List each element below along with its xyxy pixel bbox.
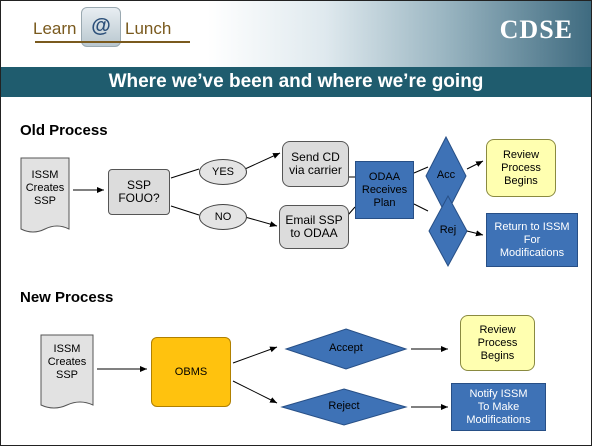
send-cd-box: Send CD via carrier [282,141,349,187]
arrow-yes-to-send-cd [244,152,281,170]
no-oval: NO [199,204,247,230]
new-issm-document-shape [40,334,94,409]
arrow-acc-to-review [466,160,484,170]
return-to-issm-box: Return to ISSM For Modifications [486,213,578,267]
line-fouo-to-yes [170,168,200,179]
logo-learn: Learn [33,19,77,38]
rej-label: Rej [439,224,457,236]
line-odaa-to-rej [413,203,429,212]
cdse-logo: CDSE [499,15,573,44]
learn-at-lunch-logo: Learn @ Lunch [27,7,197,47]
old-issm-document-shape [20,157,70,233]
acc-label: Acc [436,169,456,181]
line-email-to-odaa [347,206,356,216]
line-odaa-to-acc [413,166,429,174]
accept-diamond-shape [284,328,408,370]
arrow-obms-to-accept [232,346,278,364]
email-ssp-box: Email SSP to ODAA [279,205,349,249]
ssp-fouo-decision: SSP FOUO? [108,169,170,215]
slide-title: Where we’ve been and where we’re going [1,67,591,97]
reject-diamond-shape [280,388,408,426]
header: Learn @ Lunch CDSE [1,1,591,69]
accept-label: Accept [329,342,363,354]
review-process-box-new: Review Process Begins [460,315,535,371]
reject-label: Reject [328,400,360,412]
new-issm-document: ISSM Creates SSP [47,343,87,381]
at-sign-icon: @ [81,7,121,47]
old-process-title: Old Process [20,122,108,139]
yes-oval: YES [199,159,247,185]
odaa-receives-box: ODAA Receives Plan [355,161,414,219]
review-process-box-old: Review Process Begins [486,139,556,197]
rej-diamond-shape [428,194,468,268]
arrow-obms-to-reject [232,380,278,404]
logo-underline [35,41,190,43]
line-fouo-to-no [170,205,200,216]
arrow-no-to-email [244,216,278,227]
obms-box: OBMS [151,337,231,407]
logo-lunch: Lunch [125,19,172,38]
notify-issm-box: Notify ISSM To Make Modifications [451,383,546,431]
new-process-title: New Process [20,289,114,306]
old-issm-document: ISSM Creates SSP [25,169,65,207]
arrow-rej-to-return [466,230,484,237]
